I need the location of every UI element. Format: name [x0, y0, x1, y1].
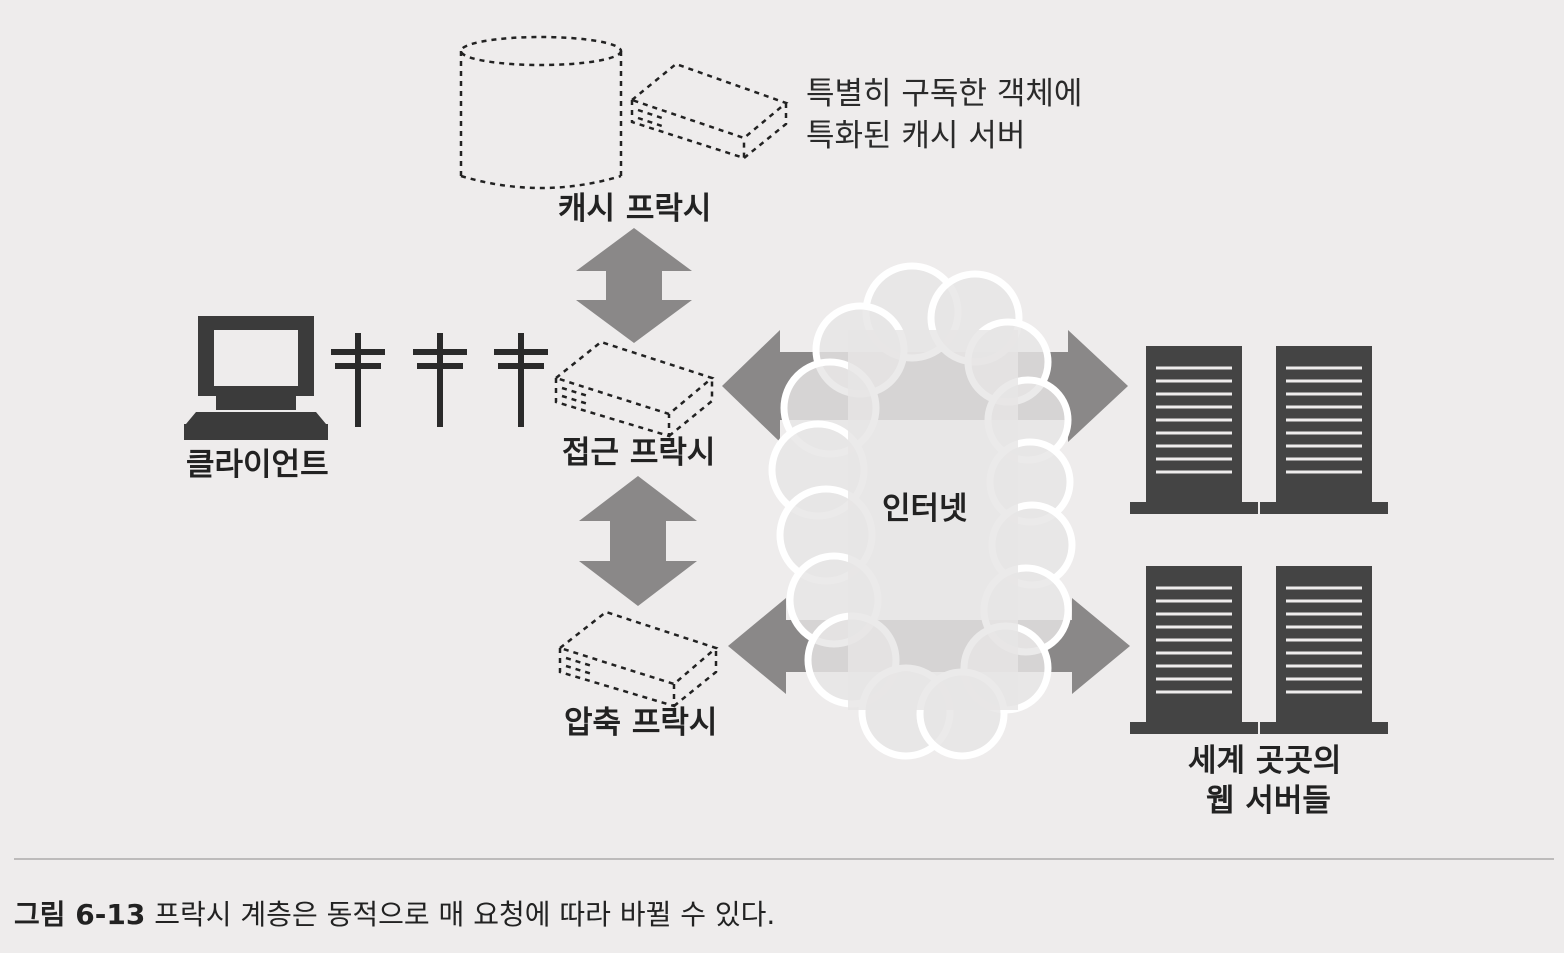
special-cache-label-line1: 특별히 구독한 객체에	[806, 76, 1083, 112]
server-tower-icon	[1260, 566, 1388, 734]
web-servers-label-line2: 웹 서버들	[1206, 783, 1331, 819]
client-computer-icon	[184, 316, 328, 440]
internet-cloud-icon	[768, 262, 1076, 760]
cache-storage-cylinder-icon	[459, 35, 623, 190]
server-tower-icon	[1260, 346, 1388, 514]
access-proxy-label: 접근 프락시	[562, 435, 716, 471]
web-server-group-bottom	[1130, 566, 1388, 734]
figure-divider	[14, 858, 1554, 860]
caption-text: 프락시 계층은 동적으로 매 요청에 따라 바뀔 수 있다.	[145, 898, 776, 931]
internet-label: 인터넷	[882, 491, 968, 527]
network-connector-icon	[331, 333, 548, 427]
special-cache-server-icon	[629, 62, 789, 160]
web-server-group-top	[1130, 346, 1388, 514]
special-cache-label-line2: 특화된 캐시 서버	[806, 118, 1026, 154]
figure-number: 그림 6-13	[14, 898, 146, 931]
access-proxy-icon	[553, 340, 715, 438]
server-tower-icon	[1130, 566, 1258, 734]
server-tower-icon	[1130, 346, 1258, 514]
compression-proxy-icon	[557, 610, 719, 708]
cache-proxy-label: 캐시 프락시	[558, 191, 712, 227]
figure-caption: 그림 6-13 프락시 계층은 동적으로 매 요청에 따라 바뀔 수 있다.	[14, 893, 775, 933]
web-servers-label-line1: 세계 곳곳의	[1188, 743, 1342, 779]
access-compression-double-arrow	[579, 476, 697, 606]
compression-proxy-label: 압축 프락시	[564, 705, 718, 741]
cache-access-double-arrow	[576, 228, 692, 343]
client-label: 클라이언트	[186, 447, 329, 483]
